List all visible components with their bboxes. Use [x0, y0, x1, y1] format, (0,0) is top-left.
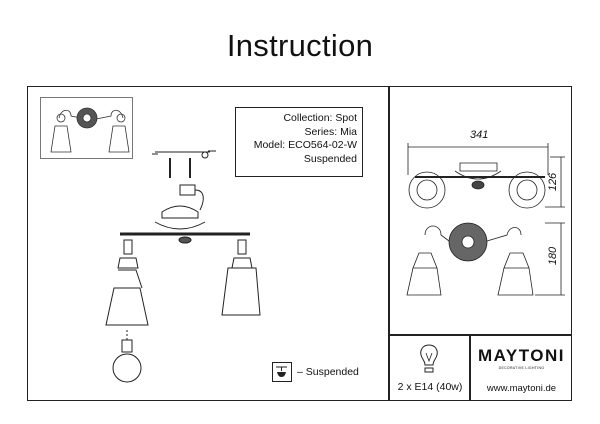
product-thumbnail [40, 97, 133, 159]
page-title: Instruction [226, 28, 374, 63]
model-text: Model: ECO564-02-W [253, 139, 357, 151]
width-dimension: 341 [470, 129, 489, 141]
height-dimension-front: 180 [547, 246, 560, 266]
divider [388, 334, 572, 336]
divider [469, 334, 471, 401]
instruction-frame [27, 86, 572, 401]
collection-text: Collection: Spot [283, 112, 357, 124]
dimension-drawing [406, 143, 565, 296]
suspended-icon [272, 362, 292, 382]
bulb-spec: 2 x E14 (40w) [397, 381, 463, 393]
height-dimension-top: 126 [547, 172, 560, 192]
divider [388, 86, 390, 401]
type-text: Suspended [303, 152, 357, 165]
assembly-drawing [105, 150, 261, 383]
brand-url: www.maytoni.de [486, 383, 557, 394]
series-text: Series: Mia [304, 125, 357, 138]
suspended-legend: – Suspended [272, 362, 359, 382]
legend-label: – Suspended [297, 366, 359, 378]
brand-tagline: DECORATIVE LIGHTING [498, 366, 545, 370]
brand-logo: MAYTONI [477, 346, 566, 365]
lamp-thumbnail-drawing [50, 107, 130, 153]
product-info-box: Collection: Spot Series: Mia Model: ECO5… [235, 107, 363, 177]
bulb-icon [420, 344, 438, 373]
